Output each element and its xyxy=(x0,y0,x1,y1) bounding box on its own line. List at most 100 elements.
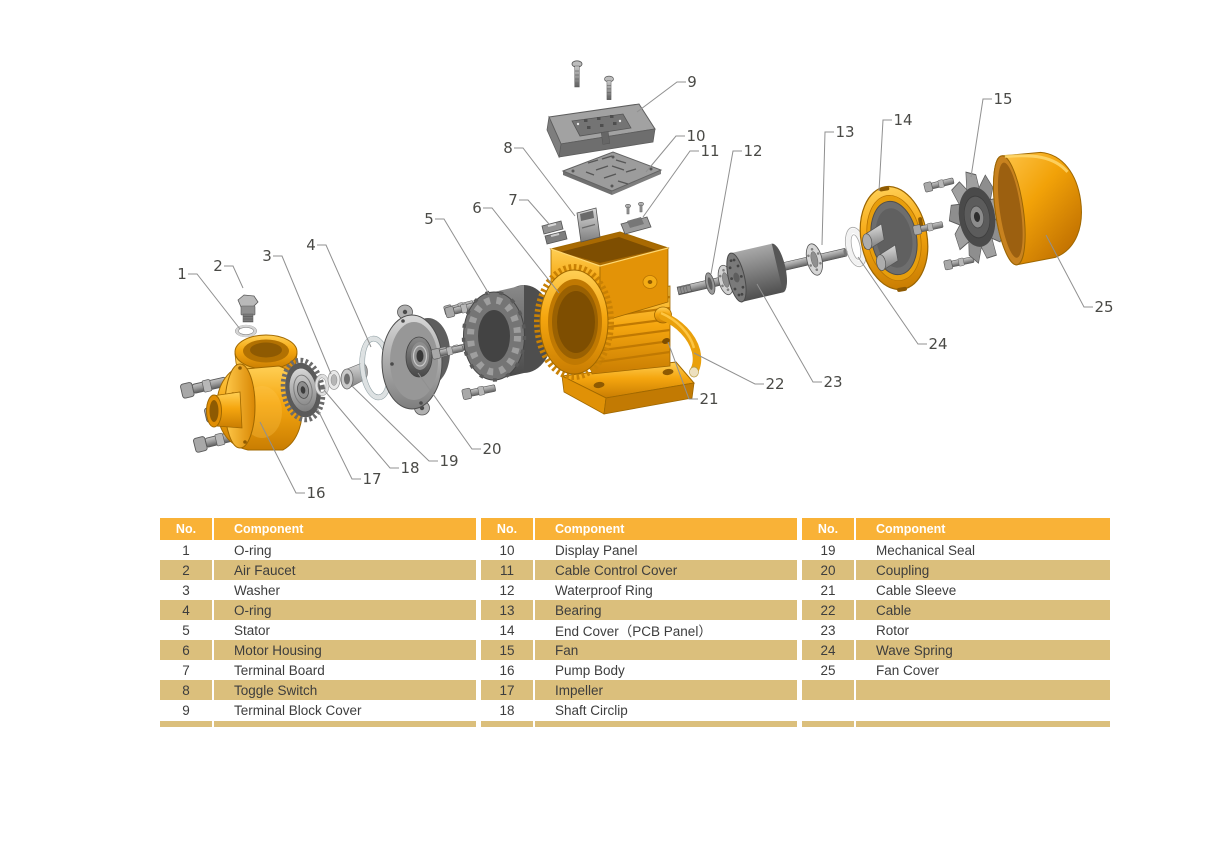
leader-line-25 xyxy=(1045,234,1093,308)
row-component-cell: Wave Spring xyxy=(856,640,1110,660)
row-number-cell: 20 xyxy=(802,560,854,580)
row-component-cell xyxy=(856,700,1110,720)
leader-line-22 xyxy=(693,352,764,385)
row-number-cell: 16 xyxy=(481,660,533,680)
leader-line-13 xyxy=(821,131,834,246)
leader-line-10 xyxy=(645,135,685,173)
row-number-cell: 12 xyxy=(481,580,533,600)
toggle-switch-part xyxy=(541,220,568,245)
callout-number-7: 7 xyxy=(508,191,518,209)
row-number-cell: 25 xyxy=(802,660,854,680)
row-component-cell: Fan xyxy=(535,640,797,660)
row-component-cell: O-ring xyxy=(214,600,476,620)
row-component-cell: Terminal Block Cover xyxy=(214,700,476,720)
callout-number-22: 22 xyxy=(765,375,784,393)
row-component-cell: Fan Cover xyxy=(856,660,1110,680)
no-column-header: No. xyxy=(481,518,533,540)
component-column-header: Component xyxy=(535,518,797,540)
callout-number-18: 18 xyxy=(400,459,419,477)
callout-number-20: 20 xyxy=(482,440,501,458)
rotor-shaft-part xyxy=(676,243,848,303)
leader-line-1 xyxy=(188,273,241,330)
row-component-cell: Shaft Circlip xyxy=(535,700,797,720)
table-header: No. Component xyxy=(160,518,476,540)
table-bottom-strip xyxy=(802,721,1110,727)
row-component-cell: O-ring xyxy=(214,540,476,560)
component-column-header: Component xyxy=(856,518,1110,540)
leader-line-18 xyxy=(323,389,399,469)
row-component-cell: Bearing xyxy=(535,600,797,620)
row-component-cell: Washer xyxy=(214,580,476,600)
callout-number-4: 4 xyxy=(306,236,316,254)
row-number-cell: 17 xyxy=(481,680,533,700)
callout-number-15: 15 xyxy=(993,90,1012,108)
table-header: No. Component xyxy=(802,518,1110,540)
washer-part xyxy=(327,370,341,390)
callout-number-16: 16 xyxy=(306,484,325,502)
fan-cover-part xyxy=(992,151,1082,266)
table-bottom-strip xyxy=(481,721,797,727)
cover-screws xyxy=(571,60,614,101)
callout-number-5: 5 xyxy=(424,210,434,228)
callout-number-12: 12 xyxy=(743,142,762,160)
row-number-cell: 3 xyxy=(160,580,212,600)
terminal-block-cover-part xyxy=(546,103,656,159)
row-number-cell: 21 xyxy=(802,580,854,600)
leader-line-17 xyxy=(316,407,361,480)
motor-housing-part xyxy=(534,231,695,415)
row-component-cell: Cable Control Cover xyxy=(535,560,797,580)
display-panel-part xyxy=(561,151,663,195)
row-number-cell: 4 xyxy=(160,600,212,620)
leader-line-21 xyxy=(667,341,698,400)
row-number-cell: 18 xyxy=(481,700,533,720)
callout-number-25: 25 xyxy=(1094,298,1113,316)
callout-number-23: 23 xyxy=(823,373,842,391)
table-bottom-strip xyxy=(160,721,476,727)
row-component-cell: Cable xyxy=(856,600,1110,620)
callout-number-13: 13 xyxy=(835,123,854,141)
row-number-cell: 14 xyxy=(481,620,533,640)
table-row xyxy=(802,700,1110,720)
no-column-header: No. xyxy=(802,518,854,540)
shaft-circlip-part xyxy=(314,373,330,397)
leader-line-2 xyxy=(224,265,244,289)
row-component-cell: Motor Housing xyxy=(214,640,476,660)
leader-line-7 xyxy=(519,199,550,225)
cable-part xyxy=(658,311,702,378)
leader-line-6 xyxy=(483,207,560,294)
row-number-cell: 2 xyxy=(160,560,212,580)
row-component-cell: Terminal Board xyxy=(214,660,476,680)
row-number-cell: 13 xyxy=(481,600,533,620)
row-component-cell: End Cover（PCB Panel） xyxy=(535,620,797,640)
exploded-view-diagram: 1234567891011121314151617181920212223242… xyxy=(177,60,1114,502)
row-number-cell: 8 xyxy=(160,680,212,700)
row-number-cell: 24 xyxy=(802,640,854,660)
row-number-cell: 23 xyxy=(802,620,854,640)
row-number-cell xyxy=(802,680,854,700)
end-cover-part xyxy=(859,185,929,292)
row-component-cell: Toggle Switch xyxy=(214,680,476,700)
callout-number-6: 6 xyxy=(472,199,482,217)
row-number-cell: 15 xyxy=(481,640,533,660)
no-column-header: No. xyxy=(160,518,212,540)
